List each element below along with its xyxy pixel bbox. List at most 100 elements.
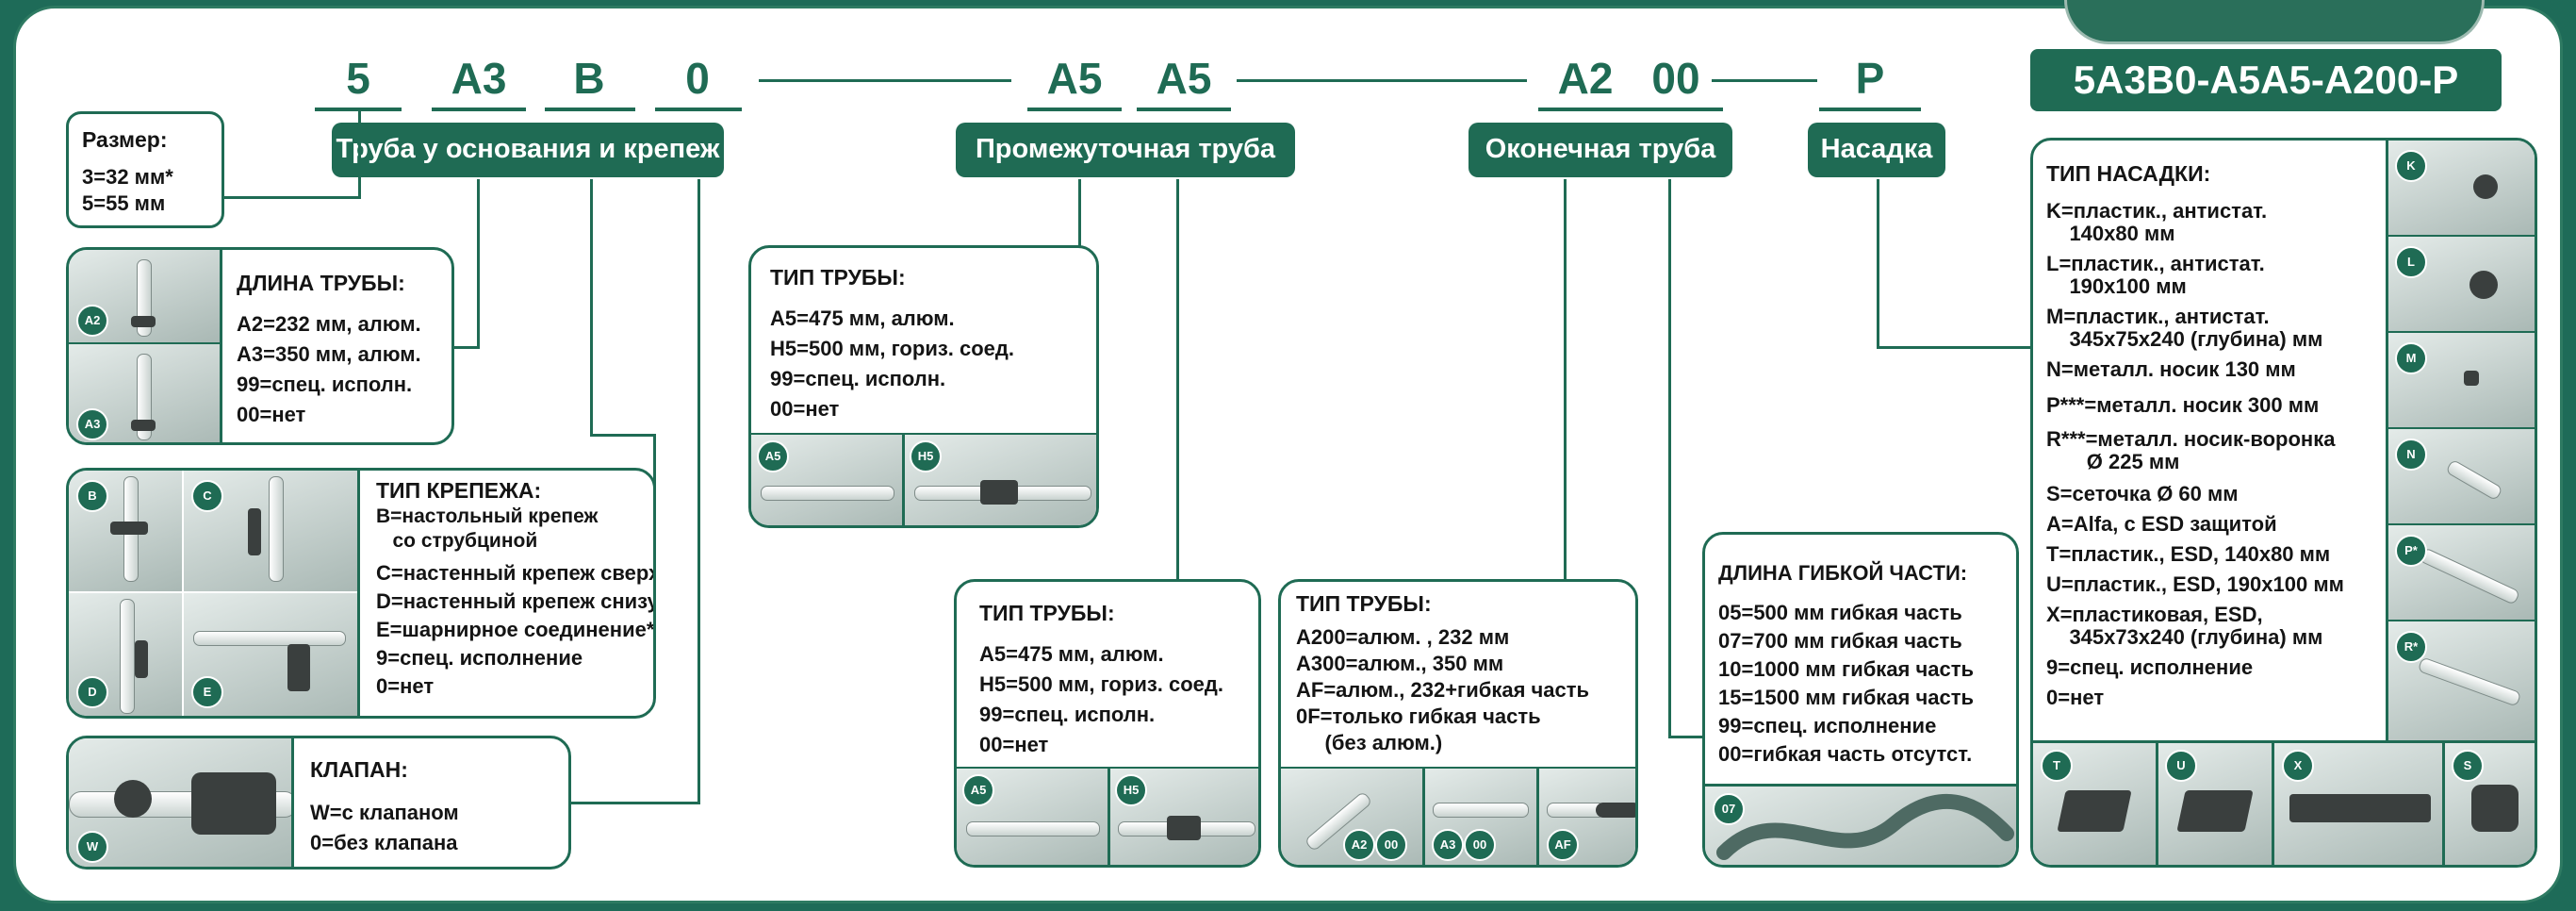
nozzle-image xyxy=(2417,656,2522,707)
code-underline xyxy=(1027,108,1122,111)
size-option: 5=55 мм xyxy=(82,191,166,215)
nozzle-image xyxy=(2473,174,2498,199)
code-mount: B xyxy=(573,54,605,103)
valve-knob-image xyxy=(114,780,152,818)
end-tube-option: 0F=только гибкая часть xyxy=(1296,704,1541,728)
code-nozzle: P xyxy=(1855,54,1885,103)
valve-box: W КЛАПАН: W=с клапаном 0=без клапана xyxy=(66,736,571,870)
end-tube-box: ТИП ТРУБЫ: A200=алюм. , 232 мм A300=алюм… xyxy=(1278,579,1638,868)
nozzle-option: K=пластик., антистат. xyxy=(2046,199,2268,223)
photo-divider xyxy=(751,433,1096,436)
photo-divider xyxy=(2033,740,2535,743)
nozzle-option: 190x100 мм xyxy=(2046,274,2187,298)
connector-line xyxy=(590,179,593,436)
flex-length-option: 00=гибкая часть отсутст. xyxy=(1718,742,1973,766)
nozzle-option: A=Alfa, с ESD защитой xyxy=(2046,512,2277,536)
badge-a5: A5 xyxy=(962,774,994,806)
code-flex: 00 xyxy=(1651,54,1700,103)
nozzle-image xyxy=(2469,271,2498,299)
mount-type-option: B=настольный крепеж xyxy=(376,505,599,527)
mid-tube-1-title: ТИП ТРУБЫ: xyxy=(770,265,906,290)
nozzle-option: R***=металл. носик-воронка xyxy=(2046,427,2336,451)
badge-h5: H5 xyxy=(1115,774,1147,806)
nozzle-option: Ø 225 мм xyxy=(2046,450,2180,473)
valve-title: КЛАПАН: xyxy=(310,757,408,782)
size-box: Размер: 3=32 мм* 5=55 мм xyxy=(66,111,224,228)
mount-type-option: E=шарнирное соединение** xyxy=(376,618,656,641)
connector-line xyxy=(1564,179,1567,579)
badge-l: L xyxy=(2395,246,2427,278)
connector-image xyxy=(1167,816,1201,840)
mid-tube-2-option: A5=475 мм, алюм. xyxy=(979,642,1164,666)
flex-length-title: ДЛИНА ГИБКОЙ ЧАСТИ: xyxy=(1718,561,1968,585)
photo-divider xyxy=(2156,740,2158,865)
bracket-image xyxy=(135,640,148,678)
flex-length-option: 10=1000 мм гибкая часть xyxy=(1718,657,1975,681)
mid-tube-1-option: H5=500 мм, гориз. соед. xyxy=(770,337,1014,360)
nozzle-option: T=пластик., ESD, 140x80 мм xyxy=(2046,542,2331,566)
connector-line xyxy=(759,79,1011,82)
top-tab-decoration xyxy=(2064,0,2485,44)
badge-k: K xyxy=(2395,150,2427,182)
end-tube-option: (без алюм.) xyxy=(1296,731,1443,754)
code-underline xyxy=(545,108,635,111)
nozzle-option: M=пластик., антистат. xyxy=(2046,305,2270,328)
clamp-image xyxy=(131,420,156,431)
badge-a5: A5 xyxy=(757,440,789,472)
mid-tube-2-option: H5=500 мм, гориз. соед. xyxy=(979,672,1223,696)
nozzle-image xyxy=(2289,794,2431,822)
size-option: 3=32 мм* xyxy=(82,165,173,189)
badge-07: 07 xyxy=(1713,793,1745,825)
code-underline xyxy=(1137,108,1231,111)
mid-tube-2-option: 00=нет xyxy=(979,733,1049,756)
nozzle-image xyxy=(2464,371,2479,386)
photo-divider xyxy=(2272,740,2274,865)
photo-divider xyxy=(220,250,222,442)
photo-divider xyxy=(291,738,294,867)
mount-type-option: D=настенный крепеж снизу xyxy=(376,589,656,613)
badge-r: R* xyxy=(2395,631,2427,663)
tube-image xyxy=(269,476,284,582)
category-mid-tube: Промежуточная труба xyxy=(956,123,1295,177)
badge-00: 00 xyxy=(1375,829,1407,861)
connector-line xyxy=(222,196,361,199)
badge-d: D xyxy=(76,676,108,708)
bracket-image xyxy=(248,508,261,555)
connector-line xyxy=(1237,79,1527,82)
nozzle-image xyxy=(2418,547,2521,605)
flex-length-option: 05=500 мм гибкая часть xyxy=(1718,601,1962,624)
badge-p: P* xyxy=(2395,535,2427,567)
nozzle-image xyxy=(2057,790,2132,832)
nozzle-option: S=сеточка Ø 60 мм xyxy=(2046,482,2239,505)
nozzle-option: 9=спец. исполнение xyxy=(2046,655,2254,679)
valve-option: W=с клапаном xyxy=(310,801,459,824)
tube-length-option: 00=нет xyxy=(237,403,306,426)
tube-image xyxy=(120,599,135,714)
badge-b: B xyxy=(76,480,108,512)
flex-length-option: 15=1500 мм гибкая часть xyxy=(1718,686,1975,709)
connector-line xyxy=(590,434,656,437)
flex-hose-photo xyxy=(1705,787,2016,865)
badge-a3: A3 xyxy=(1432,829,1464,861)
photo-divider xyxy=(2386,141,2388,740)
nozzle-type-title: ТИП НАСАДКИ: xyxy=(2046,161,2211,186)
connector-line xyxy=(477,179,480,349)
tube-image xyxy=(1433,803,1529,818)
connector-line xyxy=(697,179,700,803)
end-tube-option: AF=алюм., 232+гибкая часть xyxy=(1296,678,1590,702)
tube-image xyxy=(193,631,346,646)
nozzle-option: U=пластик., ESD, 190x100 мм xyxy=(2046,572,2344,596)
tube-image xyxy=(761,486,894,501)
badge-x: X xyxy=(2282,750,2314,782)
nozzle-option: 140x80 мм xyxy=(2046,222,2175,245)
mid-tube-1-option: 99=спец. исполн. xyxy=(770,367,946,390)
connector-line xyxy=(358,111,361,198)
mid-tube-1-option: 00=нет xyxy=(770,397,840,421)
code-underline xyxy=(432,108,526,111)
connector-line xyxy=(1668,736,1706,738)
tube-length-option: 99=спец. исполн. xyxy=(237,373,413,396)
badge-a2: A2 xyxy=(76,305,108,337)
flex-length-box: ДЛИНА ГИБКОЙ ЧАСТИ: 05=500 мм гибкая час… xyxy=(1702,532,2019,868)
flex-length-option: 99=спец. исполнение xyxy=(1718,714,1937,737)
mount-type-option: 9=спец. исполнение xyxy=(376,646,583,670)
